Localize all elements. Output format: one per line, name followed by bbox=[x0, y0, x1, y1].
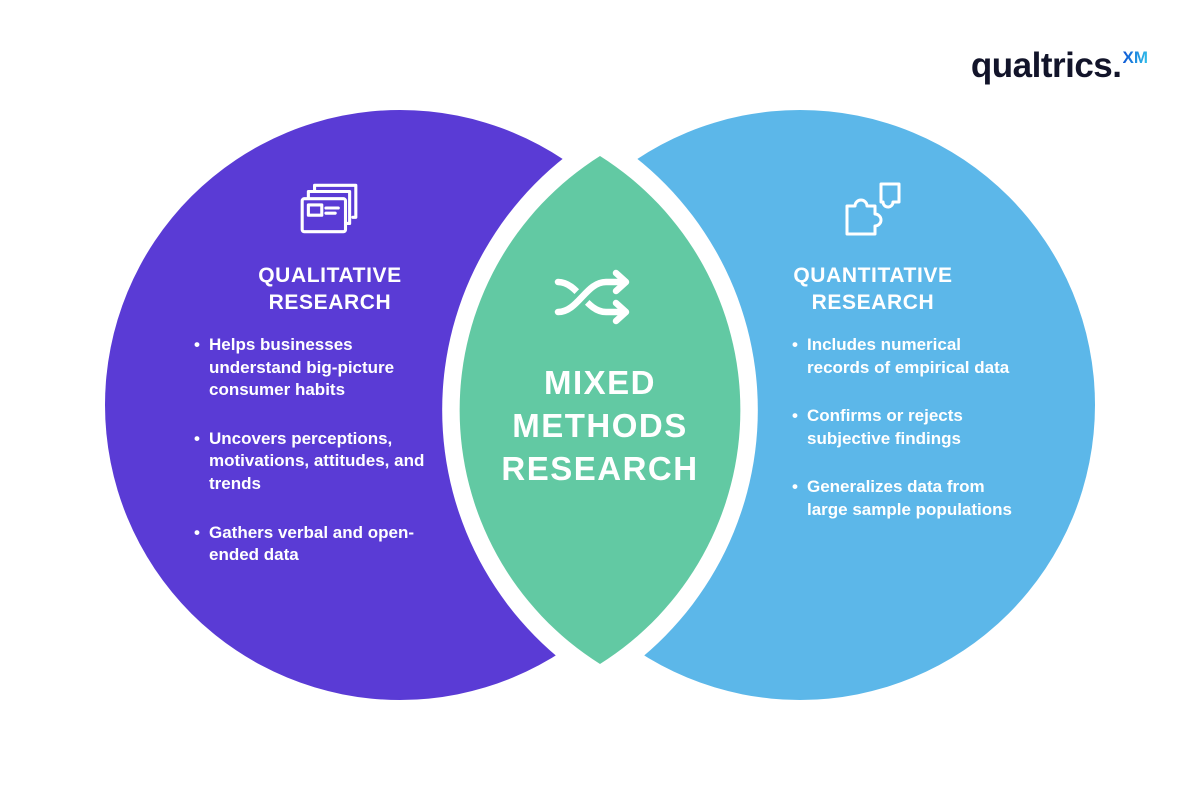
quantitative-bullet: Confirms or rejects subjective findings bbox=[792, 405, 1012, 450]
quantitative-bullet-list: Includes numerical records of empirical … bbox=[792, 334, 1012, 548]
qualitative-bullet: Helps businesses understand big-picture … bbox=[194, 334, 448, 402]
qualtrics-logo-xm: XM bbox=[1122, 48, 1149, 67]
qualitative-title: QUALITATIVE RESEARCH bbox=[258, 264, 402, 315]
mixed-methods-lens bbox=[459, 156, 741, 664]
qualitative-bullet-list: Helps businesses understand big-picture … bbox=[194, 334, 448, 593]
quantitative-bullet: Includes numerical records of empirical … bbox=[792, 334, 1012, 379]
qualitative-bullet: Uncovers perceptions, motivations, attit… bbox=[194, 428, 448, 496]
qualitative-bullet: Gathers verbal and open-ended data bbox=[194, 522, 448, 567]
qualtrics-logo: qualtrics.XM bbox=[971, 46, 1148, 86]
quantitative-title: QUANTITATIVE RESEARCH bbox=[793, 264, 953, 315]
puzzle-icon bbox=[842, 180, 904, 245]
quantitative-bullet: Generalizes data from large sample popul… bbox=[792, 476, 1012, 521]
documents-icon bbox=[296, 178, 362, 243]
mixed-methods-title: MIXED METHODS RESEARCH bbox=[501, 364, 699, 487]
shuffle-icon bbox=[550, 264, 648, 335]
qualtrics-logo-text: qualtrics. bbox=[970, 46, 1122, 85]
